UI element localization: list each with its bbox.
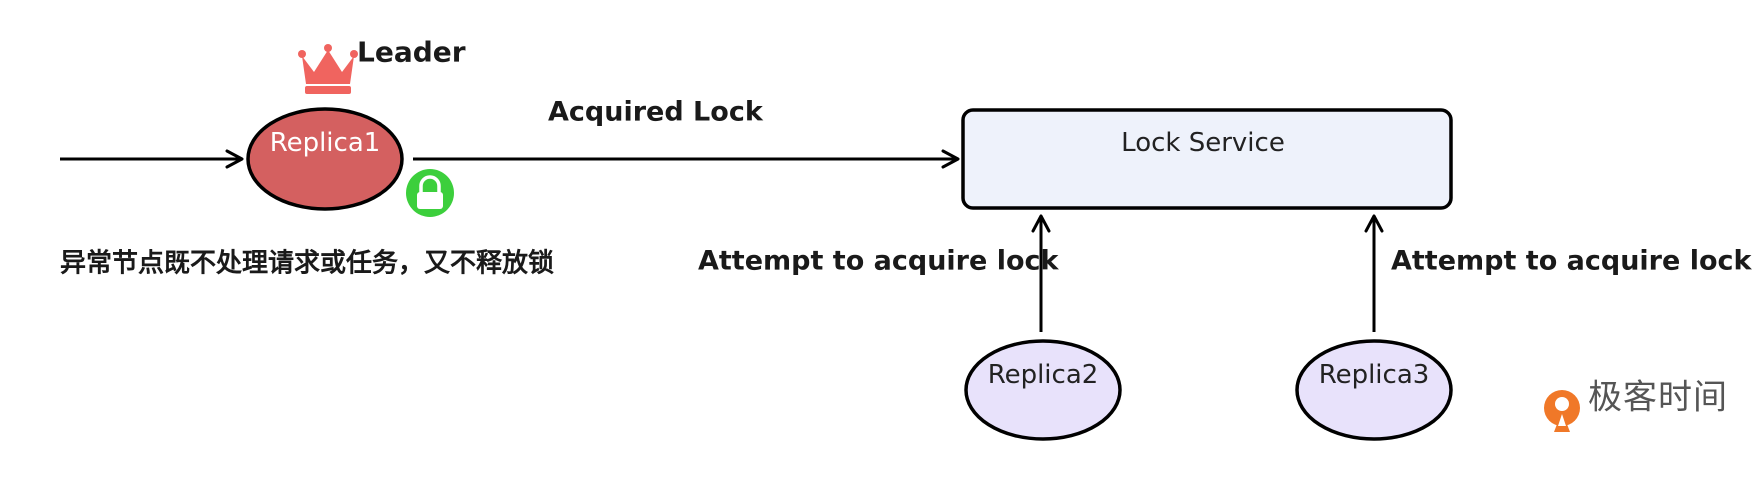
abnormal-node-note: 异常节点既不处理请求或任务，又不释放锁: [60, 248, 555, 279]
replica1-node: [246, 107, 404, 211]
acquired-lock-label: Acquired Lock: [548, 96, 763, 128]
replica2-label: Replica2: [987, 360, 1099, 390]
replica3-label: Replica3: [1318, 360, 1430, 390]
lock-service-label: Lock Service: [1121, 128, 1285, 158]
replica1-label: Replica1: [269, 128, 381, 158]
leader-label: Leader: [357, 35, 466, 69]
crown-icon: [298, 44, 358, 94]
brand-label: 极客时间: [1588, 377, 1728, 418]
lock-service-box: [961, 108, 1453, 210]
replica2-node: [964, 339, 1122, 441]
replica3-node: [1295, 339, 1453, 441]
lock-icon: [406, 169, 454, 217]
geektime-logo-icon: [1544, 390, 1580, 432]
attempt-right-label: Attempt to acquire lock: [1391, 245, 1752, 277]
attempt-left-label: Attempt to acquire lock: [698, 245, 1059, 277]
